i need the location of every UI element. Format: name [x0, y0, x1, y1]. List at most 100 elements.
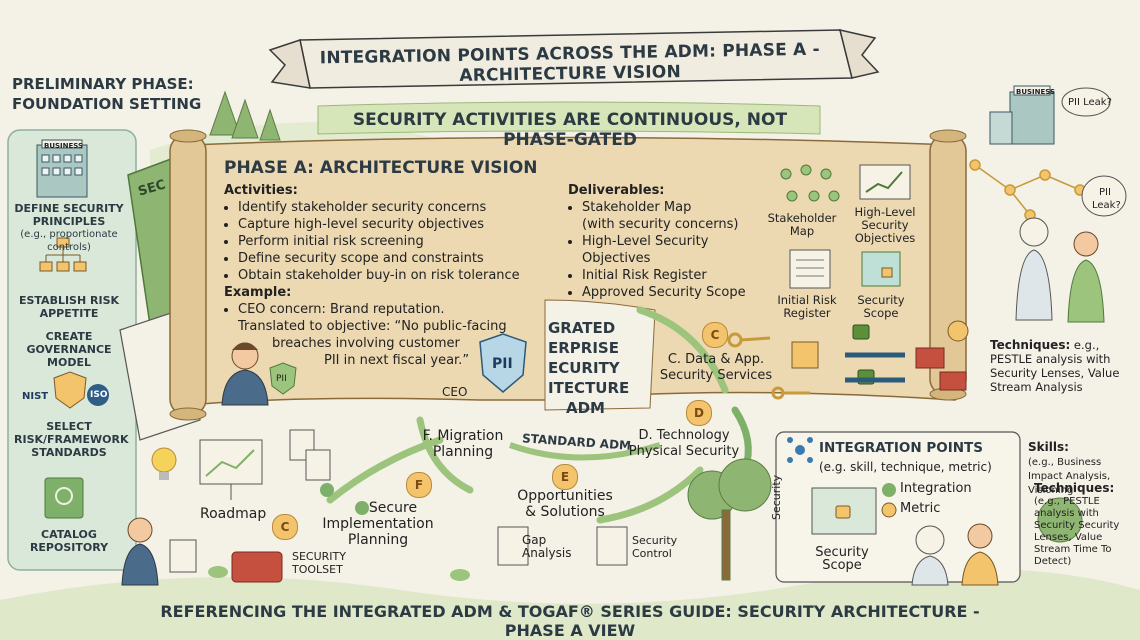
plants [208, 566, 470, 581]
ceo-figure [221, 342, 269, 406]
phase-c-line2: Security Services [659, 368, 773, 383]
scope-line1: Security [815, 545, 869, 560]
nist-iso-logos [53, 371, 109, 409]
secure-implementation-label: Secure Implementation Planning [318, 500, 438, 548]
footer-caption: REFERENCING THE INTEGRATED ADM & TOGAF® … [160, 602, 980, 640]
metric-icon [881, 502, 897, 518]
scope-lock-icon [835, 505, 851, 519]
toolset-line1: SECURITY [292, 550, 346, 563]
select-risk-framework-standards: SELECT RISK/FRAMEWORK STANDARDS [14, 420, 129, 459]
list-item: High-Level Security Objectives [582, 233, 778, 267]
integration-panel [775, 431, 1021, 583]
hub-icon [787, 437, 813, 463]
pii-small-shield-icon [269, 362, 297, 395]
trees-bottom [687, 458, 1083, 581]
scroll-title: PHASE A: ARCHITECTURE VISION [224, 158, 538, 178]
techniques-note: Techniques: e.g., PESTLE analysis with S… [990, 338, 1130, 394]
skills-heading: Skills: [1028, 440, 1069, 454]
list-item: Initial Risk Register [582, 267, 778, 284]
gap-analysis-label: Gap Analysis [522, 533, 572, 560]
pii-small-label: PII [276, 374, 287, 384]
integration-points-subtitle: (e.g. skill, technique, metric) [819, 460, 992, 474]
adm-cycle [326, 306, 752, 524]
phase-e-line1: Opportunities [517, 488, 613, 504]
phase-f-badge[interactable]: F [406, 472, 432, 498]
list-item: Capture high-level security objectives [238, 216, 544, 233]
risk-register-icon [789, 249, 831, 289]
security-control-label: Security Control [632, 534, 678, 560]
security-scope-label: Security Scope [857, 293, 905, 320]
catalog-repository: CATALOG REPOSITORY [29, 528, 109, 554]
security-control-icon [596, 526, 628, 566]
security-toolset-label: SECURITY TOOLSET [292, 550, 346, 576]
pii-shield-label: PII [492, 356, 513, 372]
list-item: Approved Security Scope [582, 284, 778, 301]
security-scope-map-icon [861, 251, 901, 287]
toolbox-icon [231, 551, 283, 583]
phase-c-badge-2[interactable]: C [272, 514, 298, 540]
title-banner [268, 28, 880, 89]
adm-center-title: GRATED ERPRISE ECURITY ITECTURE ADM [548, 318, 629, 418]
example-line: breaches involving customer [272, 336, 460, 351]
phase-e-badge[interactable]: E [552, 464, 578, 490]
scope-line2: Scope [822, 558, 862, 573]
lightbulb-icon [151, 447, 177, 480]
phase-f-line1: F. Migration [422, 428, 504, 444]
checkpoint-path [320, 483, 369, 515]
nist-logo: NIST [22, 391, 49, 402]
define-security-principles: DEFINE SECURITY PRINCIPLES (e.g., propor… [14, 202, 124, 254]
roadmap-label: Roadmap [200, 506, 267, 522]
adm-center-line: ERPRISE [548, 339, 619, 357]
secure-line3: Planning [347, 532, 409, 548]
pii-leak-bubble-2: PII Leak? [1092, 187, 1121, 211]
business-building-icon [36, 139, 88, 198]
phase-f-label: F. Migration Planning [408, 428, 518, 460]
risk-register-label: Initial Risk Register [777, 293, 837, 320]
metric-label: Metric [900, 501, 941, 516]
integration-techniques-note: Techniques: (e.g., PESTLE analysis with … [1034, 482, 1138, 568]
badge-icon [947, 320, 969, 342]
deliverables-list: Deliverables: Stakeholder Map (with secu… [568, 182, 778, 301]
list-item: Identify stakeholder security concerns [238, 199, 544, 216]
integration-points-title: INTEGRATION POINTS [819, 440, 983, 456]
example-heading: Example: [224, 285, 292, 300]
create-governance-model: CREATE GOVERNANCE MODEL [26, 330, 112, 369]
example-line: CEO concern: Brand reputation. [238, 301, 544, 318]
phase-c-badge[interactable]: C [702, 322, 728, 348]
firewall-icon [915, 347, 967, 391]
preliminary-title-line2: FOUNDATION SETTING [12, 95, 202, 113]
list-item: Perform initial risk screening [238, 233, 544, 250]
catalog-book-icon [44, 477, 84, 519]
key-icon [727, 332, 810, 400]
people-figures [1015, 217, 1105, 323]
phase-d-line1: D. Technology [638, 428, 730, 443]
adm-center-line: ITECTURE [548, 379, 630, 397]
network-graph [969, 159, 1086, 221]
roadmap-board-icon [199, 439, 263, 500]
integration-scope-label: Security Scope [812, 546, 872, 572]
toolset-line2: TOOLSET [292, 563, 343, 576]
implementer-figure [121, 517, 197, 586]
list-item: Define security scope and constraints [238, 250, 544, 267]
activities-heading: Activities: [224, 183, 298, 198]
adm-center-line: ADM [566, 399, 605, 417]
preliminary-title-line1: PRELIMINARY PHASE: [12, 75, 194, 93]
pii-shield-icon [479, 333, 527, 393]
techniques-text: e.g., PESTLE analysis with Security Lens… [990, 338, 1120, 394]
integration-techniques-text: (e.g., PESTLE analysis with Security Sec… [1034, 496, 1120, 567]
techniques-heading: Techniques: [990, 338, 1071, 352]
org-chart-icon [39, 237, 87, 272]
iso-logo: ISO [90, 390, 108, 400]
activities-list: Activities: Identify stakeholder securit… [224, 182, 544, 369]
phase-d-badge[interactable]: D [686, 400, 712, 426]
secure-line2: Implementation [322, 516, 434, 532]
item-label: DEFINE SECURITY PRINCIPLES [14, 202, 124, 228]
analysts-figures [911, 523, 999, 586]
stakeholder-map-icon [780, 164, 840, 202]
stakeholder-map-label: Stakeholder Map [767, 211, 837, 238]
integration-label: Integration [900, 481, 972, 496]
ceo-label: CEO [442, 385, 468, 399]
objectives-chart-icon [859, 164, 911, 200]
building-sign: BUSINESS [44, 142, 84, 150]
